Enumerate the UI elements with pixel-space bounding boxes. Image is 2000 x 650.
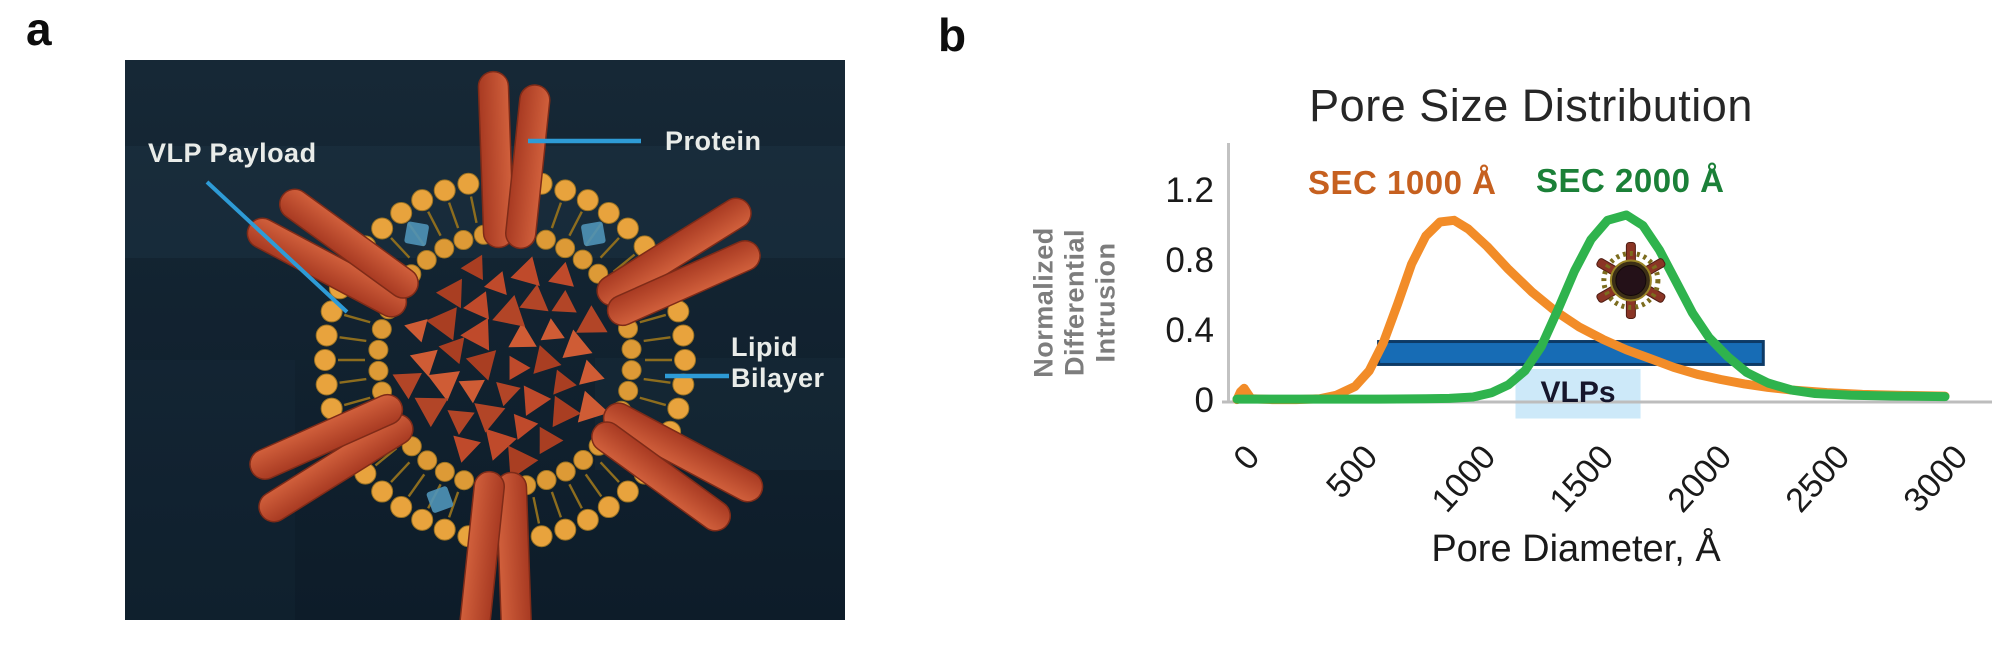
vlp-illustration-panel: VLP Payload Protein Lipid Bilayer bbox=[125, 60, 845, 620]
protein-spikes bbox=[246, 70, 764, 620]
y-tick-label: 0.8 bbox=[1165, 240, 1214, 280]
protein-label: Protein bbox=[665, 126, 762, 156]
callout-lines bbox=[205, 138, 729, 379]
x-tick-label: 0 bbox=[1226, 438, 1268, 478]
x-tick-label: 1500 bbox=[1542, 438, 1622, 520]
y-axis-title-line1: Normalized Differential bbox=[1028, 227, 1090, 378]
panel-a-tag: a bbox=[26, 3, 52, 55]
vlp-particle-icon bbox=[1596, 241, 1666, 319]
lipid-bilayer-label: Lipid Bilayer bbox=[731, 332, 825, 393]
curve-sec-2000 bbox=[1232, 210, 1950, 404]
vlp-size-range-bar bbox=[1377, 340, 1765, 366]
chart-title: Pore Size Distribution bbox=[1309, 80, 1753, 131]
x-tick-label: 1000 bbox=[1424, 438, 1504, 520]
x-tick-label: 2000 bbox=[1660, 438, 1740, 520]
vlps-annotation-label: VLPs bbox=[1540, 376, 1616, 409]
membrane-protein-square bbox=[426, 486, 454, 513]
membrane-protein-square bbox=[581, 221, 606, 247]
x-tick-label: 3000 bbox=[1896, 438, 1976, 520]
vlp-payload-label: VLP Payload bbox=[148, 138, 317, 168]
curve-sec-1000 bbox=[1232, 215, 1950, 405]
legend-sec-2000: SEC 2000 Å bbox=[1536, 162, 1725, 199]
panel-b-tag: b bbox=[938, 9, 967, 61]
x-axis-title: Pore Diameter, Å bbox=[1431, 528, 1721, 570]
vlp-diagram bbox=[125, 60, 845, 620]
y-tick-label: 1.2 bbox=[1165, 170, 1214, 210]
vlp-payload-callout-line bbox=[205, 180, 349, 314]
x-tick-label: 500 bbox=[1319, 438, 1386, 506]
vlp-payload-core bbox=[392, 254, 609, 480]
legend-sec-1000: SEC 1000 Å bbox=[1308, 164, 1497, 201]
y-tick-label: 0 bbox=[1194, 380, 1214, 420]
membrane-protein-square bbox=[404, 221, 429, 247]
x-tick-label: 2500 bbox=[1778, 438, 1858, 520]
y-tick-label: 0.4 bbox=[1165, 310, 1214, 350]
